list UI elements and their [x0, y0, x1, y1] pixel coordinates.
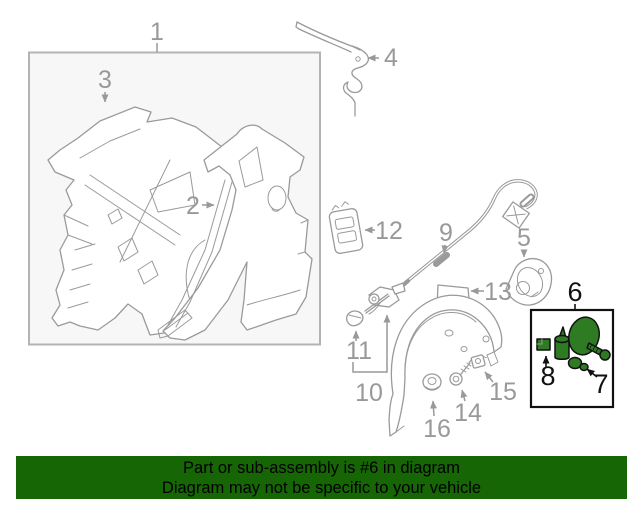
callout-2: 2	[186, 192, 200, 220]
part-14-screw	[449, 362, 472, 386]
callout-11: 11	[346, 337, 372, 365]
cable-ferrule	[433, 252, 450, 267]
part-4-bracket	[295, 21, 369, 117]
callout-10: 10	[355, 379, 383, 407]
part-8-clip	[536, 338, 551, 351]
part-9-release-cable	[399, 179, 538, 289]
part-7-bushing-tip	[579, 362, 589, 372]
part-10-latch-assembly	[364, 282, 406, 315]
part-11-clip-cap	[346, 310, 364, 327]
callout-6: 6	[567, 277, 582, 307]
callout-15: 15	[489, 378, 517, 406]
part-7-bushing	[567, 356, 583, 370]
callout-16: 16	[423, 415, 451, 443]
green-screw-head	[599, 349, 611, 361]
callout-5: 5	[517, 224, 531, 252]
callout-1: 1	[150, 18, 164, 46]
part-2-quarter-panel	[157, 124, 313, 341]
callout-leaders	[101, 43, 598, 417]
fuel-door-opening	[267, 185, 287, 211]
banner-line-1: Part or sub-assembly is #6 in diagram	[183, 459, 460, 477]
callout-4: 4	[384, 44, 398, 72]
callout-9: 9	[439, 219, 453, 247]
callout-12: 12	[375, 217, 403, 245]
part-15-clip-nut	[468, 354, 487, 369]
callout-labels: 1 2 3 4 5 6 7 8 9 10 11 12 13 14 15 16	[98, 18, 608, 443]
part-12-vent-grille	[328, 201, 364, 254]
callout-14: 14	[454, 399, 482, 427]
callout-3: 3	[98, 66, 112, 94]
cable-connector	[501, 201, 531, 229]
info-banner: Part or sub-assembly is #6 in diagram Di…	[16, 456, 627, 499]
fuel-door-hinge-body	[554, 338, 570, 360]
banner-line-2: Diagram may not be specific to your vehi…	[161, 479, 482, 497]
callout-13: 13	[484, 278, 512, 306]
callout-8: 8	[540, 361, 555, 391]
part-16-grommet	[422, 373, 442, 391]
callout-7: 7	[593, 369, 608, 399]
part-5-fuel-filler-housing	[505, 257, 553, 306]
part-13-wheelhouse-liner	[388, 284, 503, 437]
fuel-door-hinge-top	[554, 334, 570, 344]
